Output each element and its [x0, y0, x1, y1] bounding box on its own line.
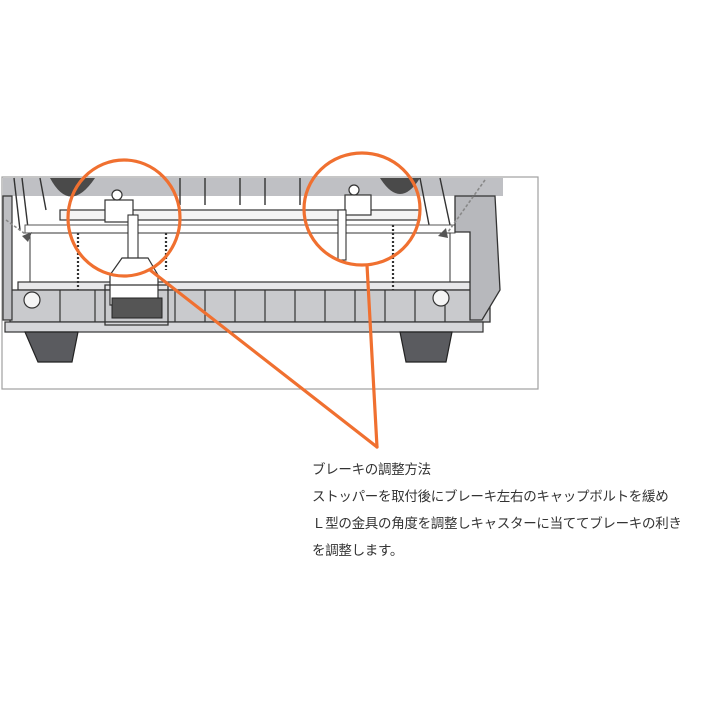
caption-title: ブレーキの調整方法	[312, 462, 431, 478]
left-leader-line	[148, 268, 379, 449]
brake-adjustment-caption: ブレーキの調整方法 ストッパーを取付後にブレーキ左右のキャップボルトを緩め Ｌ型…	[312, 457, 712, 565]
cart-base-drawing	[2, 177, 503, 363]
callout-annotations	[66, 151, 422, 449]
left-callout-circle	[66, 158, 182, 278]
right-callout-circle	[302, 151, 422, 267]
right-leader-line	[365, 263, 379, 449]
caption-line-2: Ｌ型の金具の角度を調整しキャスターに当ててブレーキの利き	[312, 516, 682, 532]
caption-line-3: を調整します。	[312, 543, 404, 559]
caption-line-1: ストッパーを取付後にブレーキ左右のキャップボルトを緩め	[312, 489, 669, 505]
